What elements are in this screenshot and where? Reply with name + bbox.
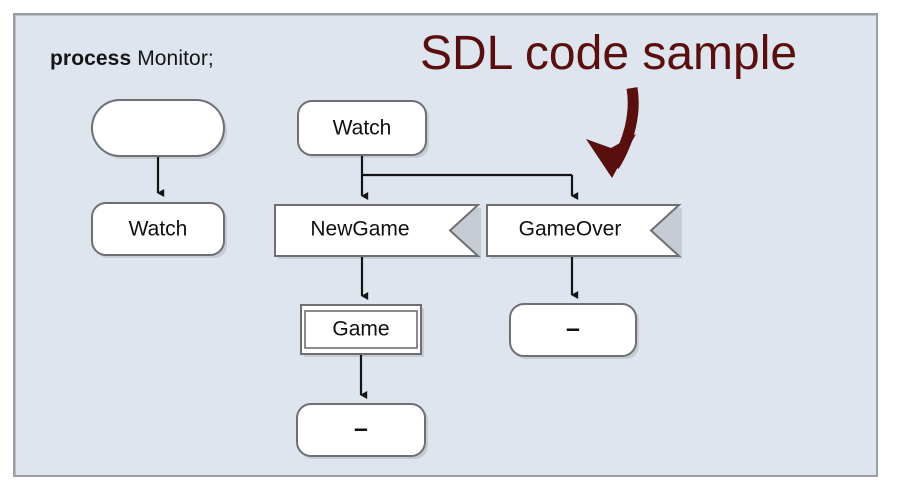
input-signal-shape <box>274 204 481 257</box>
procedure-call-label-game: Game <box>332 318 389 341</box>
connector-watch-branch <box>360 155 579 201</box>
state-label-nextstate-left: – <box>354 415 368 443</box>
state-label-nextstate-right: – <box>566 315 580 343</box>
node-input-signal-gameover[interactable]: GameOver <box>486 204 682 257</box>
input-signal-label-newgame: NewGame <box>310 218 409 241</box>
node-procedure-call-game[interactable]: Game <box>300 304 422 355</box>
input-signal-label-gameover: GameOver <box>519 218 622 241</box>
process-keyword: process <box>50 47 132 70</box>
procedure-inner-shape <box>304 310 418 349</box>
curved-down-arrow-icon <box>586 87 639 178</box>
input-signal-shape <box>486 204 682 257</box>
node-input-signal-newgame[interactable]: NewGame <box>274 204 481 257</box>
state-shape <box>296 403 426 457</box>
node-start-state[interactable] <box>91 99 225 157</box>
node-state-nextstate-right[interactable]: – <box>509 303 637 357</box>
node-state-watch-top[interactable]: Watch <box>297 100 427 156</box>
state-shape <box>297 100 427 156</box>
state-label-watch-top: Watch <box>333 117 392 140</box>
process-declaration: process Monitor; <box>50 47 214 71</box>
state-shape <box>509 303 637 357</box>
annotation-title: SDL code sample <box>420 27 798 80</box>
state-label-watch-left: Watch <box>129 218 188 241</box>
process-name: Monitor; <box>137 47 214 70</box>
node-state-watch-left[interactable]: Watch <box>91 202 225 256</box>
start-state-shape <box>91 99 225 157</box>
state-shape <box>91 202 225 256</box>
node-state-nextstate-left[interactable]: – <box>296 403 426 457</box>
